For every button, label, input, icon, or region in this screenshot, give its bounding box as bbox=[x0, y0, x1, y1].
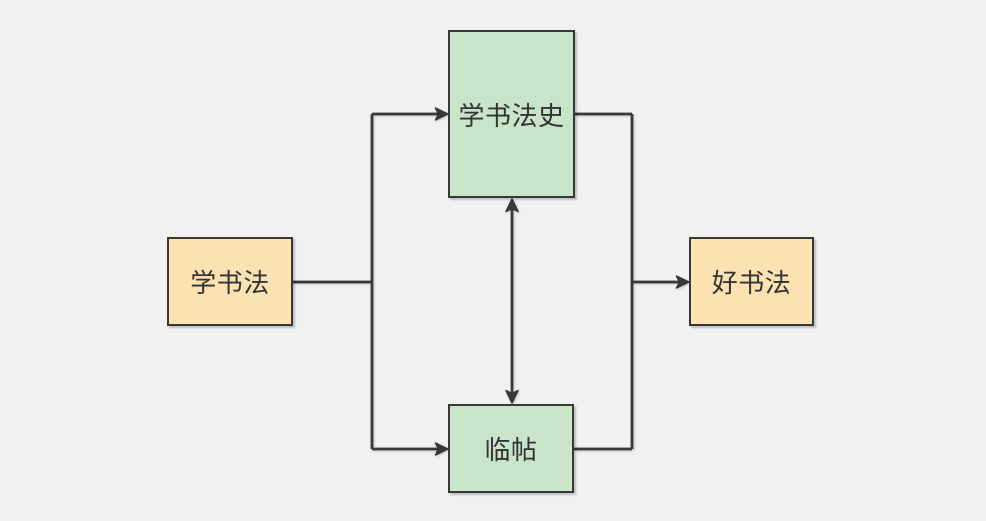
node-copy-model-works: 临帖 bbox=[448, 404, 574, 493]
arrowhead-into-copy-icon bbox=[434, 442, 449, 456]
arrowhead-into-history-icon bbox=[434, 107, 449, 121]
node-study-calligraphy-history-label: 学书法史 bbox=[458, 100, 565, 131]
arrowhead-down-into-copy-icon bbox=[505, 389, 519, 404]
arrowhead-up-into-history-icon bbox=[505, 198, 519, 213]
node-copy-model-works-label: 临帖 bbox=[484, 435, 538, 465]
node-learn-calligraphy-label: 学书法 bbox=[190, 268, 270, 298]
arrowhead-into-good-icon bbox=[675, 275, 690, 289]
node-good-calligraphy-label: 好书法 bbox=[711, 268, 792, 298]
node-learn-calligraphy: 学书法 bbox=[167, 237, 293, 326]
node-good-calligraphy: 好书法 bbox=[689, 237, 814, 326]
node-study-calligraphy-history: 学书法史 bbox=[448, 30, 575, 198]
